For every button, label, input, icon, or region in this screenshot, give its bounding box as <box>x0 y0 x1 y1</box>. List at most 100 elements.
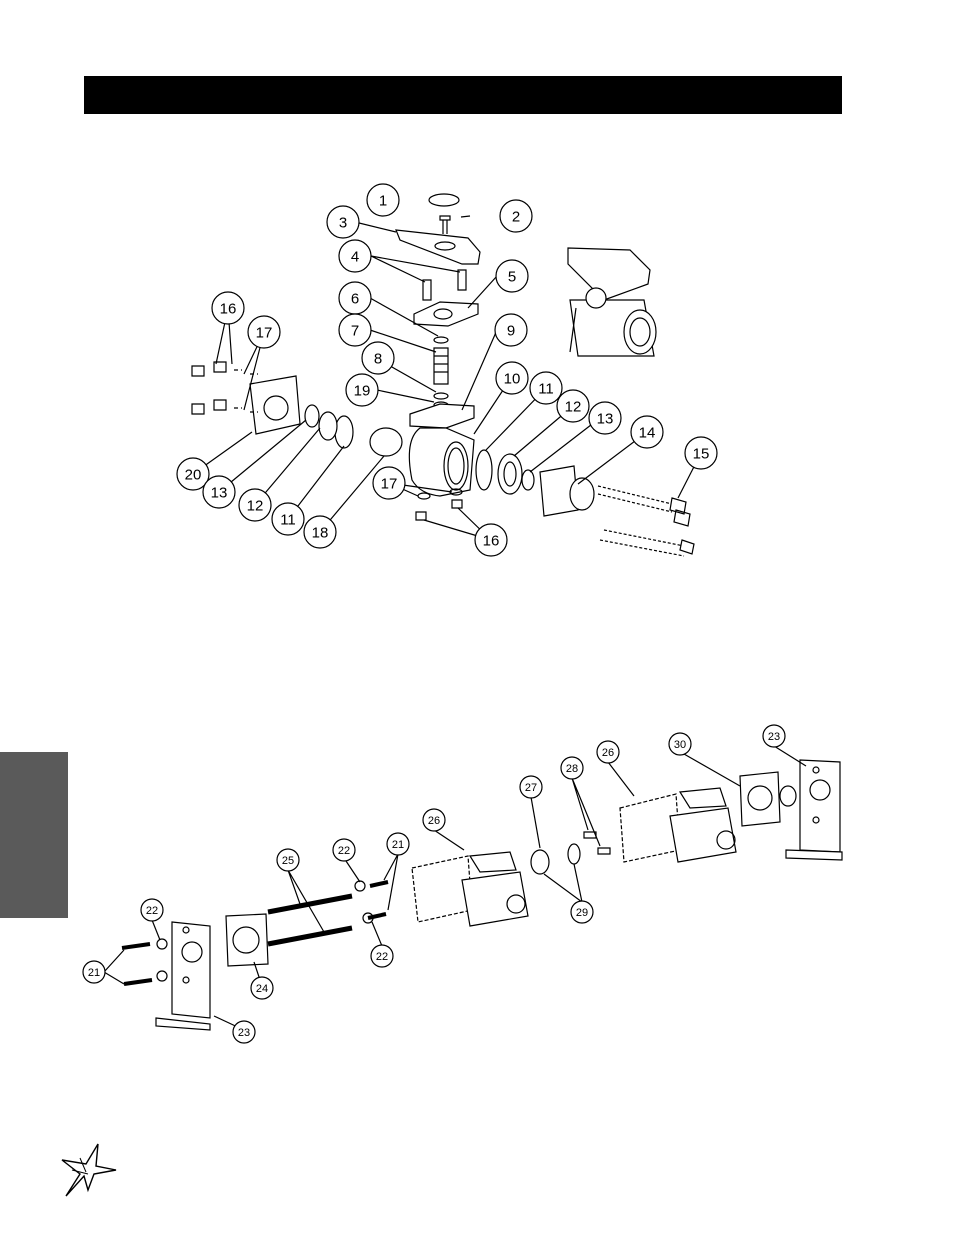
handle-part <box>395 229 481 265</box>
callout-29-label: 29 <box>576 907 588 919</box>
brand-star-logo <box>61 1143 117 1197</box>
end-cap-right <box>539 465 579 517</box>
callout-8-circle <box>361 341 395 375</box>
top-plate-part <box>413 301 479 327</box>
callout-26b-circle <box>596 740 620 764</box>
callout-11b-label: 11 <box>280 511 296 528</box>
callout-25-circle <box>276 848 300 872</box>
callout-22c-circle <box>370 944 394 968</box>
end-cap-left <box>249 375 301 435</box>
callout-16a-circle <box>211 291 245 325</box>
callout-5-label: 5 <box>508 268 516 285</box>
callout-30-circle <box>668 732 692 756</box>
callout-24-label: 24 <box>256 983 268 995</box>
callout-21b-circle <box>386 832 410 856</box>
callout-15-label: 15 <box>693 445 710 462</box>
callout-12b-label: 12 <box>247 497 264 514</box>
callout-25-label: 25 <box>282 855 294 867</box>
callout-18-circle <box>303 515 337 549</box>
callout-14-circle <box>630 415 664 449</box>
callout-28-label: 28 <box>566 763 578 775</box>
callout-2-circle <box>499 199 533 233</box>
callout-9-label: 9 <box>507 322 515 339</box>
callout-20-circle <box>176 457 210 491</box>
callout-13a-label: 13 <box>597 410 614 427</box>
callout-13b-circle <box>202 475 236 509</box>
callout-8-label: 8 <box>374 350 382 367</box>
callout-17b-label: 17 <box>381 475 398 492</box>
callout-22a-circle <box>140 898 164 922</box>
ball-part <box>369 427 403 457</box>
callout-29-circle <box>570 900 594 924</box>
callout-11b-circle <box>271 502 305 536</box>
callout-23a-circle <box>232 1020 256 1044</box>
stem-part <box>433 347 449 385</box>
callout-27-circle <box>519 775 543 799</box>
bolts-center <box>367 880 389 920</box>
callout-21b-label: 21 <box>392 839 404 851</box>
bottom-nuts <box>415 499 463 521</box>
callout-7-circle <box>338 313 372 347</box>
callout-6-label: 6 <box>351 290 359 307</box>
callout-17a-label: 17 <box>256 324 273 341</box>
handle-screws <box>422 269 467 301</box>
seat-ring-right <box>475 449 493 491</box>
callout-23b-circle <box>762 724 786 748</box>
oring-part <box>433 392 449 400</box>
ring-27 <box>530 849 550 875</box>
callout-11a-label: 11 <box>538 380 554 397</box>
bolts-left <box>121 942 153 986</box>
tie-rods <box>267 893 353 947</box>
pins-28 <box>583 831 611 855</box>
callout-9-circle <box>494 313 528 347</box>
callout-13a-circle <box>588 401 622 435</box>
bracket-left <box>171 921 211 1019</box>
callout-2-label: 2 <box>512 208 520 225</box>
callout-26a-label: 26 <box>428 815 440 827</box>
callout-5-circle <box>495 259 529 293</box>
callout-3-label: 3 <box>339 214 347 231</box>
bracket-right <box>799 759 841 853</box>
callout-16b-circle <box>474 523 508 557</box>
callout-3-circle <box>326 205 360 239</box>
callout-4-circle <box>338 239 372 273</box>
cap-part <box>428 193 460 207</box>
callout-21a-circle <box>82 960 106 984</box>
callout-12a-label: 12 <box>565 398 582 415</box>
callout-10-label: 10 <box>504 370 521 387</box>
callout-19-label: 19 <box>354 382 371 399</box>
callout-18-label: 18 <box>312 524 329 541</box>
callout-12b-circle <box>238 488 272 522</box>
side-tab <box>0 752 68 918</box>
screw-part <box>439 215 451 234</box>
callout-16b-label: 16 <box>483 532 500 549</box>
callout-13b-label: 13 <box>211 484 228 501</box>
left-nuts <box>191 361 227 415</box>
assembled-valve-handle <box>567 247 651 301</box>
callout-22b-circle <box>332 838 356 862</box>
callout-4-label: 4 <box>351 248 359 265</box>
flange-plate <box>225 913 269 967</box>
callout-28-circle <box>560 756 584 780</box>
callout-10-circle <box>495 361 529 395</box>
callout-24-circle <box>250 976 274 1000</box>
callout-17a-circle <box>247 315 281 349</box>
callout-16a-label: 16 <box>220 300 237 317</box>
callout-27-label: 27 <box>525 782 537 794</box>
callout-22b-label: 22 <box>338 845 350 857</box>
long-bolts <box>597 485 685 557</box>
callout-23b-label: 23 <box>768 731 780 743</box>
callout-7-label: 7 <box>351 322 359 339</box>
callout-26a-circle <box>422 808 446 832</box>
callout-1-label: 1 <box>379 192 387 209</box>
callout-15-circle <box>684 436 718 470</box>
callout-20-label: 20 <box>185 466 202 483</box>
callout-21a-label: 21 <box>88 967 100 979</box>
callout-23a-label: 23 <box>238 1027 250 1039</box>
callout-22c-label: 22 <box>376 951 388 963</box>
callout-11a-circle <box>529 371 563 405</box>
valve-right-body <box>619 793 681 863</box>
header-bar <box>84 76 842 114</box>
callout-12a-circle <box>556 389 590 423</box>
